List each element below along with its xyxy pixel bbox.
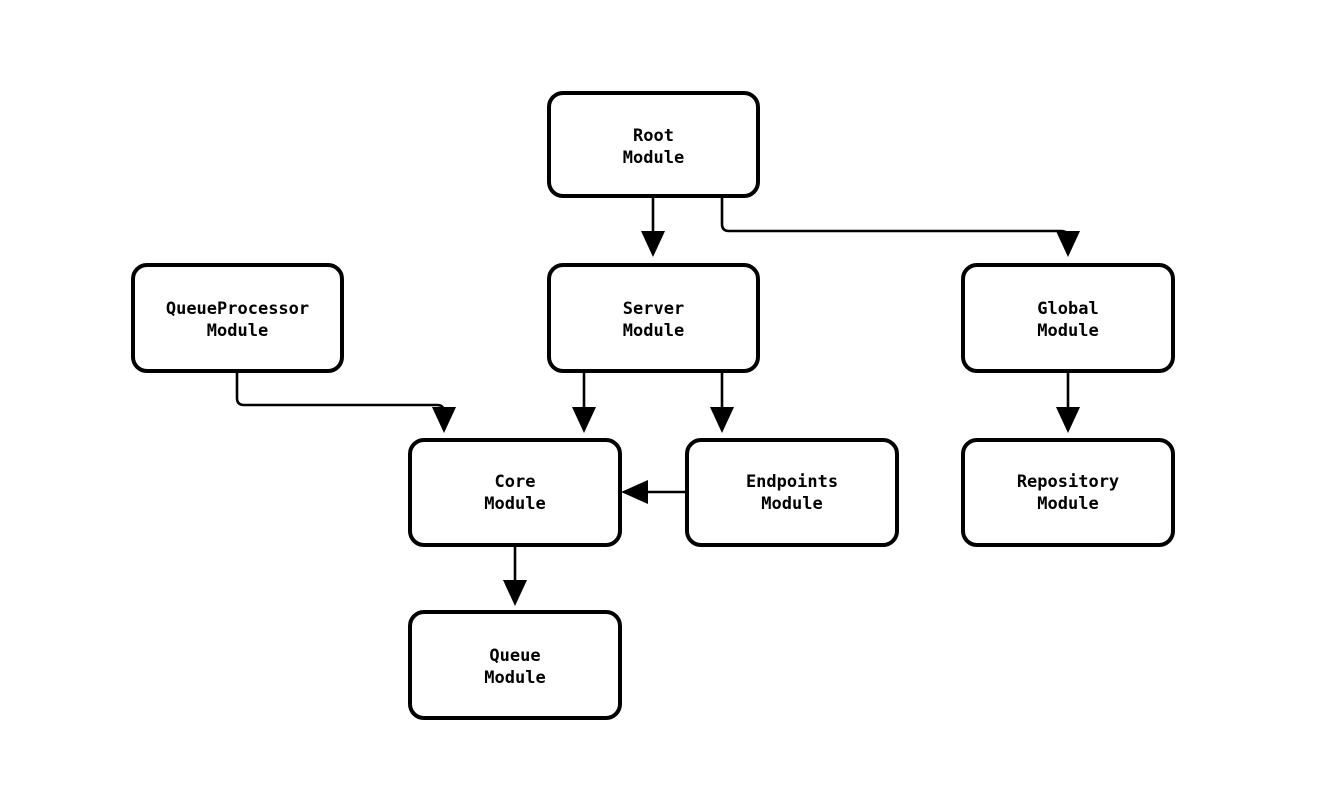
node-label-line2: Module <box>484 494 545 514</box>
edge-line <box>235 371 446 416</box>
edge-server-to-endpoints <box>710 371 734 433</box>
node-box[interactable] <box>685 438 899 547</box>
arrow-head-icon <box>503 580 527 606</box>
edge-queueprocessor-to-core <box>235 371 456 433</box>
node-core-module[interactable]: Core Module <box>408 438 622 547</box>
edge-layer <box>235 196 1080 606</box>
node-label-line1: Server <box>623 299 684 319</box>
node-root-module[interactable]: Root Module <box>547 91 760 198</box>
edge-endpoints-to-core <box>621 480 687 504</box>
edge-global-to-repository <box>1056 371 1080 433</box>
arrow-head-icon <box>1056 231 1080 257</box>
edge-core-to-queue <box>503 545 527 606</box>
node-queue-module[interactable]: Queue Module <box>408 610 622 720</box>
node-global-module[interactable]: Global Module <box>961 263 1175 373</box>
node-queueprocessor-module[interactable]: QueueProcessor Module <box>131 263 344 373</box>
edge-server-to-core <box>572 371 596 433</box>
node-box[interactable] <box>961 263 1175 373</box>
node-box[interactable] <box>961 438 1175 547</box>
edge-line <box>720 196 1070 240</box>
node-label-line2: Module <box>761 494 822 514</box>
node-label-line2: Module <box>623 321 684 341</box>
arrow-head-icon <box>1056 407 1080 433</box>
node-box[interactable] <box>547 91 760 198</box>
node-box[interactable] <box>408 438 622 547</box>
arrow-head-icon <box>621 480 648 504</box>
node-repository-module[interactable]: Repository Module <box>961 438 1175 547</box>
arrow-head-icon <box>432 407 456 433</box>
node-label-line2: Module <box>623 148 684 168</box>
arrow-head-icon <box>572 407 596 433</box>
edge-root-to-global <box>720 196 1080 257</box>
node-server-module[interactable]: Server Module <box>547 263 760 373</box>
node-label-line1: Global <box>1037 299 1098 319</box>
arrow-head-icon <box>641 231 665 257</box>
node-box[interactable] <box>131 263 344 373</box>
node-box[interactable] <box>408 610 622 720</box>
arrow-head-icon <box>710 407 734 433</box>
node-endpoints-module[interactable]: Endpoints Module <box>685 438 899 547</box>
node-label-line1: Repository <box>1017 472 1119 492</box>
node-box[interactable] <box>547 263 760 373</box>
node-label-line2: Module <box>484 668 545 688</box>
node-label-line1: QueueProcessor <box>166 299 309 319</box>
node-label-line2: Module <box>207 321 268 341</box>
node-label-line1: Root <box>633 126 674 146</box>
node-layer: Root Module QueueProcessor Module Server… <box>131 91 1175 720</box>
node-label-line2: Module <box>1037 494 1098 514</box>
node-label-line1: Core <box>495 472 536 492</box>
node-label-line1: Endpoints <box>746 472 838 492</box>
node-label-line1: Queue <box>489 646 540 666</box>
edge-root-to-server <box>641 196 665 257</box>
node-label-line2: Module <box>1037 321 1098 341</box>
